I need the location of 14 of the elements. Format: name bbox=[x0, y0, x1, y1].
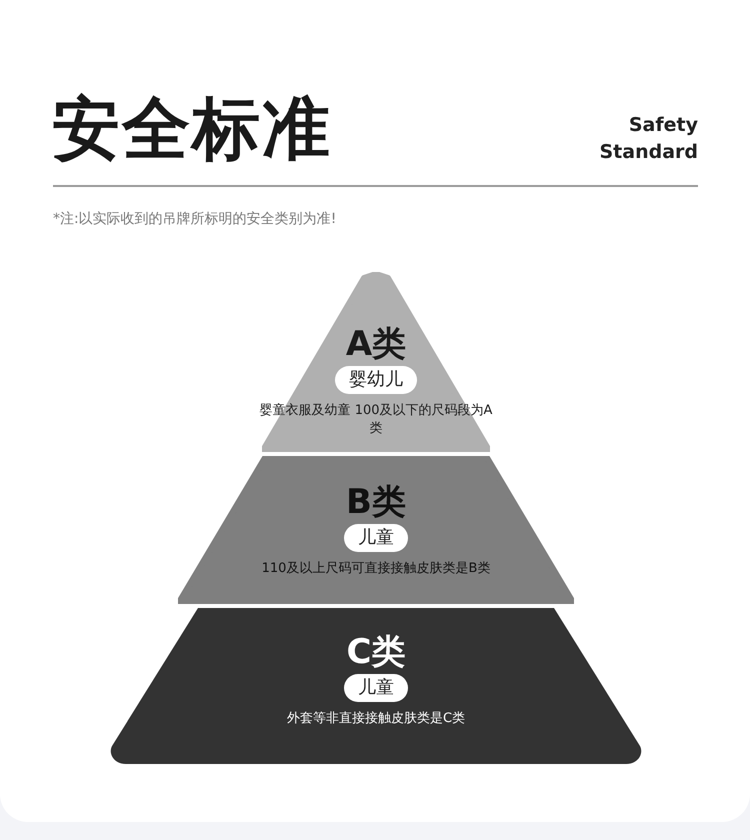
tier-description: 外套等非直接接触皮肤类是C类 bbox=[286, 710, 466, 728]
tier-heading: C类 bbox=[346, 632, 406, 672]
subtitle: Safety Standard bbox=[598, 113, 698, 165]
tier-heading: A类 bbox=[346, 324, 406, 364]
tier-heading: B类 bbox=[346, 482, 406, 522]
pyramid-tier bbox=[178, 456, 574, 604]
category-pill: 婴幼儿 bbox=[335, 366, 417, 394]
tier-description: 110及以上尺码可直接接触皮肤类是B类 bbox=[260, 560, 492, 578]
page-title: 安全标准 bbox=[52, 89, 332, 171]
tier-description: 婴童衣服及幼童 100及以下的尺码段为A类 bbox=[258, 402, 494, 438]
category-pill: 儿童 bbox=[344, 674, 408, 702]
footnote: *注:以实际收到的吊牌所标明的安全类别为准! bbox=[53, 210, 336, 228]
category-pill: 儿童 bbox=[344, 524, 408, 552]
pyramid-tier bbox=[108, 608, 644, 764]
